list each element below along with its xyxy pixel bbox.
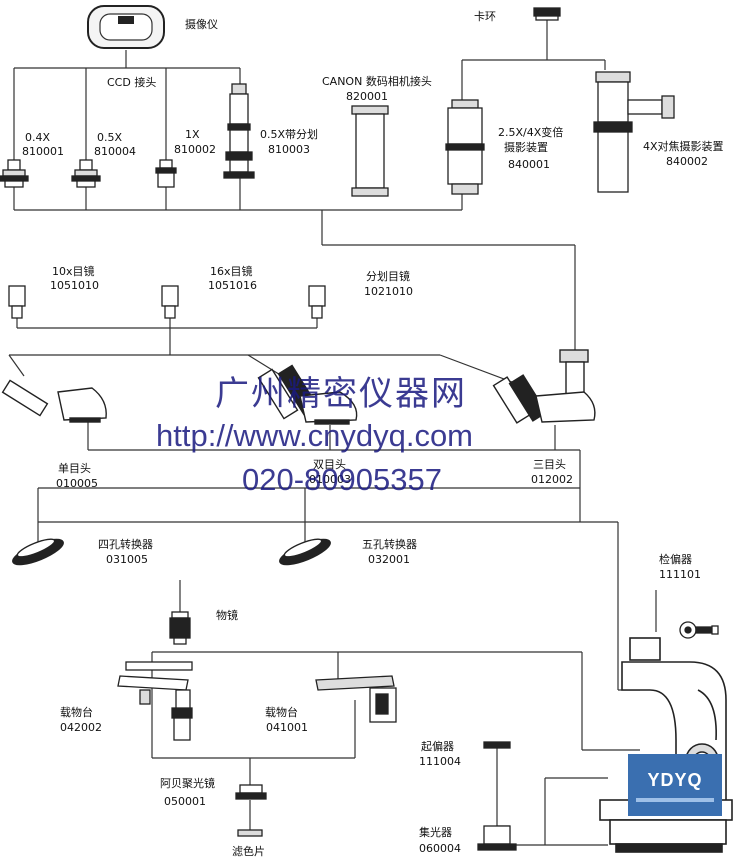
- label-trinocular: 三目头: [533, 458, 566, 471]
- label-05x-reticle-code: 810003: [268, 143, 310, 156]
- label-04x: 0.4X: [25, 131, 51, 144]
- watermark-url: http://www.cnydyq.com: [156, 418, 474, 453]
- label-monocular-code: 010005: [56, 477, 98, 490]
- label-condenser: 集光器: [419, 826, 452, 839]
- eyepiece-reticle-icon: [308, 285, 326, 319]
- label-trinocular-code: 012002: [531, 473, 573, 486]
- nosepiece-5-icon: [279, 538, 331, 566]
- watermark-name: 广州精密仪器网: [215, 374, 467, 414]
- label-filter: 滤色片: [232, 845, 265, 858]
- eyepiece-10x-icon: [8, 285, 26, 319]
- binocular-head-icon: [257, 364, 358, 425]
- label-polarizer: 起偏器: [421, 740, 454, 753]
- abbe-condenser-icon: [235, 784, 267, 800]
- label-abbe-code: 050001: [164, 795, 206, 808]
- label-eyepiece-10x-code: 1051010: [50, 279, 99, 292]
- label-zoom-2: 摄影装置: [504, 141, 548, 154]
- label-analyzer-code: 111101: [659, 568, 701, 581]
- label-stage-2-code: 041001: [266, 721, 308, 734]
- analyzer-icon: [679, 621, 719, 639]
- camera-icon: [87, 5, 165, 49]
- label-focus: 4X对焦摄影装置: [643, 140, 724, 153]
- label-05x: 0.5X: [97, 131, 123, 144]
- label-camera: 摄像仪: [185, 18, 218, 31]
- label-analyzer: 检偏器: [659, 553, 692, 566]
- label-focus-code: 840002: [666, 155, 708, 168]
- adapter-04x-icon: [0, 159, 29, 188]
- label-monocular: 单目头: [58, 462, 91, 475]
- stage-041001-icon: [315, 675, 397, 723]
- label-eyepiece-reticle: 分划目镜: [366, 270, 410, 283]
- label-ccd: CCD 接头: [107, 76, 157, 89]
- adapter-05x-reticle-icon: [223, 83, 255, 179]
- brand-logo: YDYQ: [628, 754, 722, 816]
- focus-photo-device-icon: [593, 71, 675, 193]
- label-condenser-code: 060004: [419, 842, 461, 855]
- stage-042002-icon: [117, 661, 193, 741]
- zoom-photo-device-icon: [445, 99, 485, 195]
- brand-logo-text: YDYQ: [647, 770, 703, 790]
- label-eyepiece-16x-code: 1051016: [208, 279, 257, 292]
- label-abbe: 阿贝聚光镜: [160, 777, 215, 790]
- label-nosepiece-5-code: 032001: [368, 553, 410, 566]
- label-nosepiece-4-code: 031005: [106, 553, 148, 566]
- trinocular-head-icon: [492, 349, 596, 424]
- label-zoom-code: 840001: [508, 158, 550, 171]
- label-04x-code: 810001: [22, 145, 64, 158]
- label-binocular: 双目头: [313, 458, 346, 471]
- label-binocular-code: 010003: [309, 473, 351, 486]
- label-stage-2: 载物台: [265, 706, 298, 719]
- polarizer-icon: [483, 741, 511, 749]
- canon-adapter-icon: [351, 105, 389, 197]
- label-1x: 1X: [185, 128, 200, 141]
- label-05x-reticle: 0.5X带分划: [260, 128, 319, 141]
- adapter-05x-icon: [71, 159, 101, 188]
- collector-lens-icon: [477, 825, 517, 851]
- label-objective: 物镜: [216, 609, 238, 622]
- watermark-phone: 020-80905357: [242, 462, 442, 497]
- label-eyepiece-10x: 10x目镜: [52, 265, 95, 278]
- label-05x-code: 810004: [94, 145, 136, 158]
- brand-logo-strip: [636, 798, 714, 802]
- label-eyepiece-reticle-code: 1021010: [364, 285, 413, 298]
- label-canon-code: 820001: [346, 90, 388, 103]
- microscope-body-icon: [599, 637, 733, 853]
- objective-icon: [169, 611, 191, 645]
- label-eyepiece-16x: 16x目镜: [210, 265, 253, 278]
- label-zoom-1: 2.5X/4X变倍: [498, 126, 564, 139]
- label-clamp: 卡环: [474, 10, 496, 23]
- label-stage-1-code: 042002: [60, 721, 102, 734]
- monocular-head-icon: [1, 379, 107, 423]
- label-canon: CANON 数码相机接头: [322, 75, 432, 88]
- label-nosepiece-5: 五孔转换器: [362, 538, 417, 551]
- label-polarizer-code: 111004: [419, 755, 461, 768]
- clamp-ring-icon: [533, 7, 561, 21]
- nosepiece-4-icon: [12, 538, 64, 566]
- eyepiece-16x-icon: [161, 285, 179, 319]
- label-nosepiece-4: 四孔转换器: [98, 538, 153, 551]
- adapter-1x-icon: [155, 159, 177, 188]
- filter-icon: [237, 829, 263, 837]
- label-stage-1: 载物台: [60, 706, 93, 719]
- label-1x-code: 810002: [174, 143, 216, 156]
